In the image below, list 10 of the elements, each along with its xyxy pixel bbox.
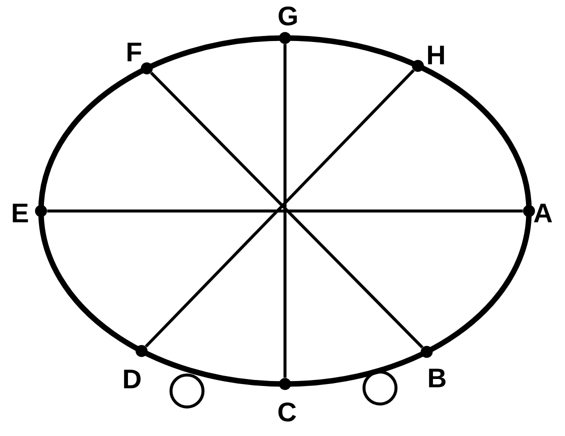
point-label: B [429,368,446,388]
point-label: F [128,42,142,62]
diameter-line [47,209,523,212]
point-label: H [428,46,444,64]
point-label: E [12,204,28,222]
point-label: D [124,370,141,388]
point-label: G [278,6,297,26]
point-label: A [534,204,552,222]
point-label: C [278,402,296,422]
diameter-line [284,44,286,378]
